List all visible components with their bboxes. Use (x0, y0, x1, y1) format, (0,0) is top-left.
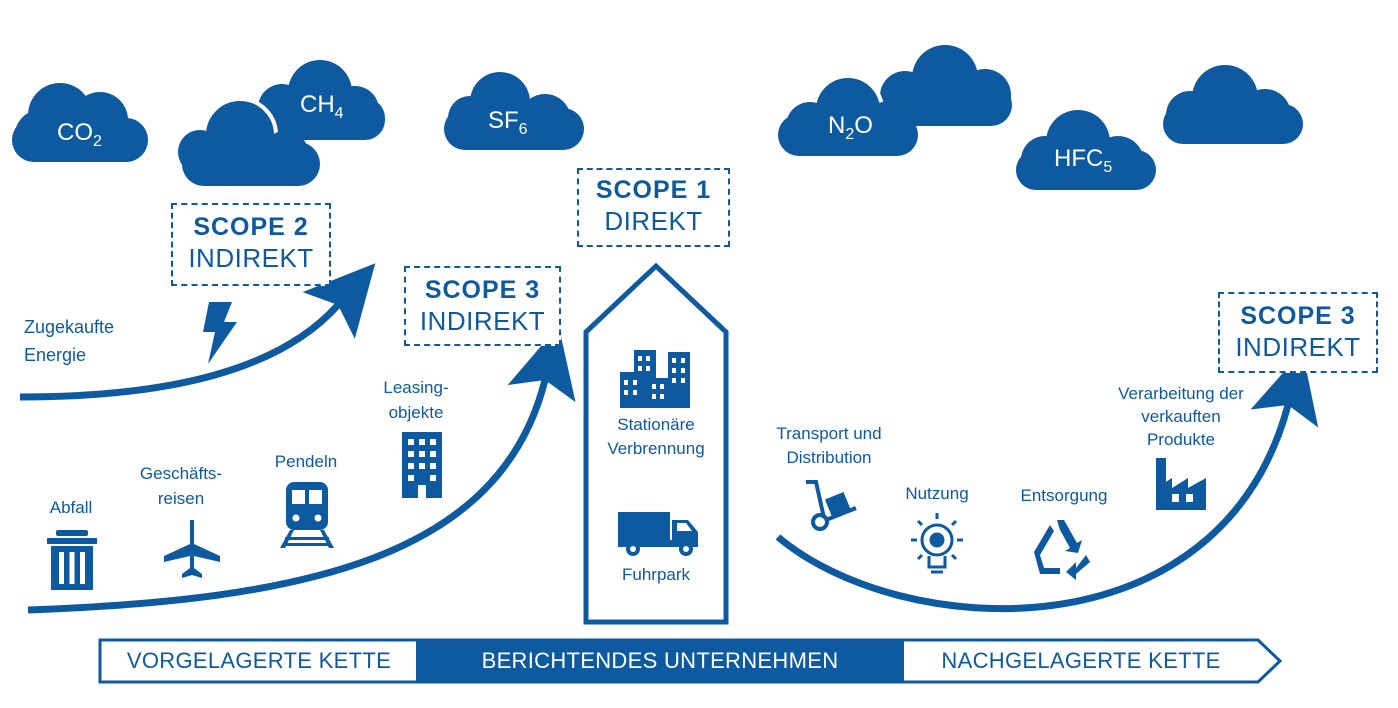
label-fuhrpark: Fuhrpark (621, 565, 691, 584)
scope1-title: SCOPE 1 (595, 176, 712, 204)
city-buildings-icon (620, 350, 690, 408)
scope1-box: SCOPE 1 DIREKT (577, 168, 730, 247)
scope3-upstream-box: SCOPE 3 INDIREKT (404, 266, 561, 346)
hand-truck-icon (806, 480, 857, 531)
label-stationaere-verbrennung: Stationäre Verbrennung (607, 415, 705, 458)
lightbulb-icon (911, 513, 963, 574)
cloud-n2o-front: N2O (778, 74, 918, 156)
lightning-icon (203, 302, 237, 364)
label-pendeln: Pendeln (274, 452, 338, 471)
band-downstream-label: NACHGELAGERTE KETTE (941, 648, 1221, 673)
scope2-title: SCOPE 2 (193, 213, 309, 241)
recycle-icon (1034, 520, 1090, 580)
svg-text:SF6: SF6 (488, 107, 528, 138)
label-abfall: Abfall (49, 498, 93, 517)
svg-text:CH4: CH4 (300, 91, 344, 122)
label-zugekaufte-energie: Zugekaufte Energie (24, 317, 115, 365)
arrow-scope2 (19, 263, 376, 401)
office-building-icon (402, 432, 442, 498)
band-upstream-label: VORGELAGERTE KETTE (126, 648, 392, 673)
factory-icon (1156, 458, 1206, 510)
label-geschaeftsreisen: Geschäfts- reisen (139, 464, 223, 508)
svg-text:HFC5: HFC5 (1054, 145, 1112, 176)
label-nutzung: Nutzung (905, 484, 969, 503)
trash-icon (47, 530, 97, 590)
truck-icon (618, 512, 698, 556)
scope1-kind: DIREKT (604, 206, 703, 236)
arrow-scope3-downstream (775, 350, 1319, 613)
scope2-box: SCOPE 2 INDIREKT (171, 203, 331, 286)
value-chain-band (98, 638, 1283, 684)
train-icon (280, 482, 334, 548)
cloud-sf6: SF6 (444, 72, 584, 150)
cloud-ch4-front (178, 97, 320, 186)
label-verarbeitung: Verarbeitung der verkauften Produkte (1118, 384, 1244, 449)
band-company-label: BERICHTENDES UNTERNEHMEN (481, 648, 839, 673)
scope3-downstream-kind: INDIREKT (1235, 332, 1361, 362)
label-entsorgung: Entsorgung (1020, 486, 1108, 505)
scope2-kind: INDIREKT (188, 243, 314, 273)
scope3-upstream-title: SCOPE 3 (424, 276, 541, 304)
cloud-hfc5: HFC5 (1016, 110, 1156, 190)
scope3-downstream-title: SCOPE 3 (1240, 302, 1356, 330)
scope3-downstream-box: SCOPE 3 INDIREKT (1218, 292, 1378, 373)
company-house-outline (583, 262, 729, 625)
cloud-co2: CO2 (12, 83, 148, 162)
label-leasing-objekte: Leasing- objekte (383, 378, 449, 422)
airplane-icon (164, 520, 220, 578)
scope3-upstream-kind: INDIREKT (419, 306, 546, 336)
svg-text:N2O: N2O (828, 112, 873, 143)
label-transport-distribution: Transport und Distribution (776, 424, 882, 467)
svg-text:CO2: CO2 (57, 119, 102, 150)
cloud-blank (1163, 65, 1303, 144)
arrow-scope3-upstream (27, 325, 576, 614)
